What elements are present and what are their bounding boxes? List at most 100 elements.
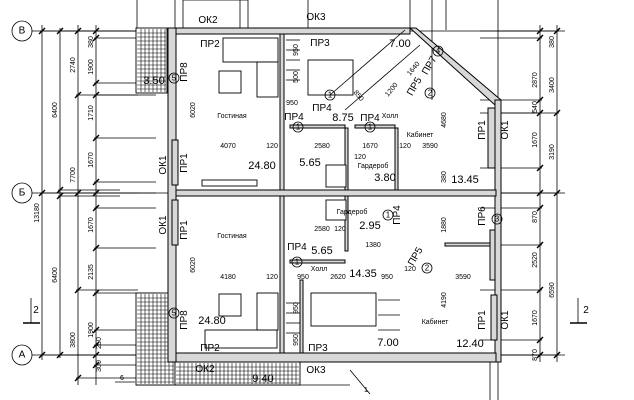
dimension-value: 380 xyxy=(88,36,95,48)
dimension-value: 2620 xyxy=(330,274,346,281)
dimension-value: 950 xyxy=(293,334,300,346)
dimension-value: 6020 xyxy=(190,102,197,118)
wall-interior xyxy=(299,279,304,354)
dimension-value: 120 xyxy=(266,274,278,281)
dimension-value: 3590 xyxy=(455,274,471,281)
axis-label: В xyxy=(19,26,26,37)
shower xyxy=(325,199,347,221)
dimension-value: 1900 xyxy=(88,322,95,338)
dimension-value: 950 xyxy=(293,302,300,314)
door-marker: 2 xyxy=(424,87,436,99)
axis-label: А xyxy=(19,350,26,361)
area-label: 13.45 xyxy=(451,174,479,186)
markers: 5 1 1 1 4 2 1 3 1 2 5 2 2 6 1 xyxy=(23,45,589,395)
dimension-value: 2870 xyxy=(532,72,539,88)
area-label: 8.75 xyxy=(332,112,353,124)
axis-bubble-b xyxy=(11,182,33,204)
dimension-value: 120 xyxy=(354,154,366,161)
dimension-value: 1640 xyxy=(406,61,421,78)
dimension-value: 300 xyxy=(96,360,103,372)
room-name-living: Гостиная xyxy=(217,113,247,120)
dimension-value: 6020 xyxy=(190,257,197,273)
opening-label: ОК1 xyxy=(158,155,169,175)
door-marker: 5 xyxy=(168,72,180,84)
area-label: 2.95 xyxy=(359,220,380,232)
axis-bubble-a xyxy=(11,344,33,366)
room-name-hall: Холл xyxy=(311,266,328,273)
radiator xyxy=(201,179,258,187)
wall-interior xyxy=(289,124,346,129)
window-ok1 xyxy=(171,199,179,246)
opening-label: ОК3 xyxy=(306,365,326,376)
opening-label: ОК2 xyxy=(195,364,215,375)
dimension-value: 3800 xyxy=(70,332,77,348)
opening-label: ПР4 xyxy=(392,205,403,225)
dimension-value: 500 xyxy=(293,71,300,83)
door-marker: 1 xyxy=(291,256,303,268)
wall-interior xyxy=(444,242,496,247)
marker-label: 1 xyxy=(368,123,373,132)
opening-label: ПР3 xyxy=(310,38,330,49)
area-label: 9.40 xyxy=(252,373,273,385)
opening-label: ОК1 xyxy=(158,215,169,235)
opening-label: ОК2 xyxy=(198,15,218,26)
area-label: 5.65 xyxy=(299,157,320,169)
area-label: 7.00 xyxy=(389,38,410,50)
marker-label: 4 xyxy=(436,47,441,56)
dimension-value: 2135 xyxy=(88,264,95,280)
opening-label: ПР4 xyxy=(360,113,380,124)
area-label: 5.65 xyxy=(311,245,332,257)
marker-label: 2 xyxy=(428,89,433,98)
door-marker: 3 xyxy=(491,213,503,225)
marker-label: 1 xyxy=(328,91,333,100)
section-mark-right: 2 xyxy=(570,298,589,324)
section-label: 2 xyxy=(583,305,589,316)
coffee-table xyxy=(218,293,242,317)
opening-label: ПР4 xyxy=(312,103,332,114)
dimension-value: 6400 xyxy=(52,267,59,283)
window-ok1 xyxy=(171,139,179,186)
area-label: 24.80 xyxy=(248,160,276,172)
marker-label: 5 xyxy=(172,309,177,318)
room-name-living: Гостиная xyxy=(217,233,247,240)
wall-party xyxy=(175,189,497,197)
wall-interior xyxy=(344,127,349,191)
opening-label: ПР1 xyxy=(179,153,190,173)
room-name-wardrobe: Гардероб xyxy=(358,162,389,170)
wall-interior xyxy=(344,195,349,252)
window-ok1 xyxy=(490,294,498,341)
room-areas: 3.50 7.00 8.75 24.80 5.65 3.80 13.45 2.9… xyxy=(143,38,483,385)
opening-label: ПР8 xyxy=(179,310,190,330)
room-name-wardrobe: Гардероб xyxy=(337,208,368,216)
dimension-value: 1670 xyxy=(532,132,539,148)
dimension-value: 850 xyxy=(352,89,365,103)
door-marker: 1 xyxy=(382,209,394,221)
wall-interior xyxy=(487,107,496,169)
coffee-table xyxy=(218,70,242,94)
dimension-value: 950 xyxy=(381,274,393,281)
dimension-value: 950 xyxy=(286,100,298,107)
area-label: 3.80 xyxy=(374,172,395,184)
wall-top xyxy=(175,27,411,35)
dimension-value: 3590 xyxy=(422,143,438,150)
dimension-value: 2520 xyxy=(532,252,539,268)
dimension-value: 120 xyxy=(266,143,278,150)
dimension-value: 2740 xyxy=(70,57,77,73)
dimension-value: 4680 xyxy=(441,112,448,128)
stair-well xyxy=(310,292,377,327)
area-label: 24.80 xyxy=(198,315,226,327)
marker-label: 3 xyxy=(495,215,500,224)
balcony-slab xyxy=(174,361,301,386)
opening-label: ПР1 xyxy=(179,220,190,240)
room-name-study: Кабинет xyxy=(422,318,449,326)
marker-label: 1 xyxy=(386,211,391,220)
dimension-values: 380 1900 2740 1710 1670 6400 7700 13180 … xyxy=(34,36,556,372)
balcony-top xyxy=(135,27,168,94)
dimension-value: 7700 xyxy=(70,167,77,183)
room-names: Гостиная Гостиная Холл Холл Кабинет Каби… xyxy=(217,113,449,326)
sofa xyxy=(222,37,279,63)
opening-label: ПР3 xyxy=(308,343,328,354)
dimension-value: 870 xyxy=(532,211,539,223)
furniture xyxy=(201,29,421,349)
dimension-value: 870 xyxy=(532,349,539,361)
